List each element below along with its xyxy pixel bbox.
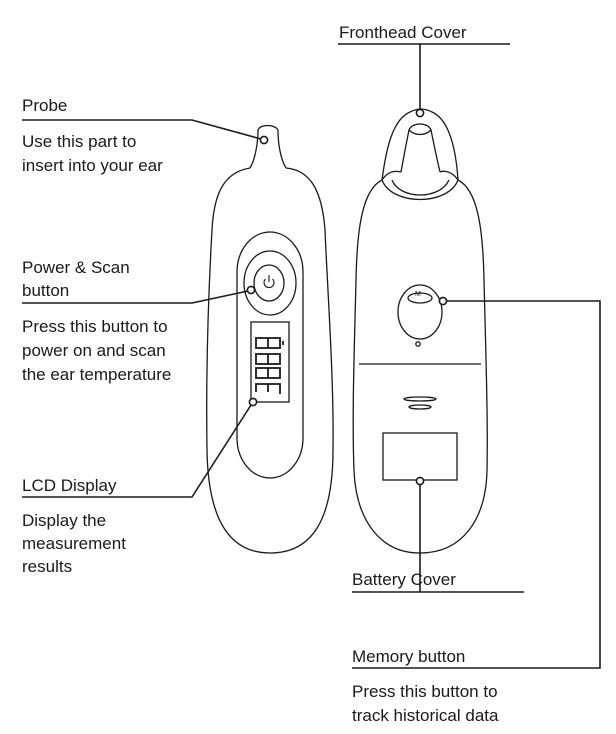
thermometer-front	[206, 124, 334, 554]
power-desc-3: the ear temperature	[22, 365, 172, 384]
battery-cover	[382, 432, 458, 481]
slot-2	[408, 404, 432, 410]
probe-leader	[22, 119, 262, 140]
lcd-desc-1: Display the	[22, 511, 107, 530]
front-body-outline	[206, 167, 334, 554]
power-desc-1: Press this button to	[22, 317, 168, 336]
power-desc-2: power on and scan	[22, 341, 166, 360]
memory-label-oval	[407, 292, 433, 304]
indicator-hole	[415, 341, 421, 347]
leader-lines	[22, 43, 601, 669]
probe-title: Probe	[22, 96, 68, 115]
memory-leader	[352, 300, 601, 669]
lcd-leader	[22, 404, 252, 498]
fronthead-cover-outline	[381, 108, 459, 181]
probe-ring	[381, 170, 459, 200]
lcd-title: LCD Display	[22, 476, 117, 495]
inner-panel	[236, 231, 304, 479]
memory-title: Memory button	[352, 647, 466, 666]
power-title-1: Power & Scan	[22, 258, 130, 277]
probe-desc-1: Use this part to	[22, 132, 137, 151]
probe-cone	[400, 123, 441, 173]
battery-leader	[352, 484, 524, 593]
power-title-2: button	[22, 281, 70, 300]
lcd-desc-2: measurement	[22, 534, 126, 553]
lcd-desc-3: results	[22, 557, 73, 576]
memory-button-glyph: M	[415, 291, 421, 298]
battery-title: Battery Cover	[352, 570, 456, 589]
leader-dots	[246, 108, 448, 486]
memory-button	[397, 284, 443, 340]
button-ring	[243, 250, 297, 316]
power-icon	[263, 275, 275, 289]
probe-outline	[249, 124, 287, 169]
lcd-screen	[250, 321, 290, 403]
slot-1	[403, 396, 437, 402]
probe-desc-2: insert into your ear	[22, 156, 163, 175]
lcd-digits	[255, 337, 284, 394]
fronthead-title: Fronthead Cover	[339, 23, 467, 42]
memory-desc-1: Press this button to	[352, 682, 498, 701]
memory-desc-2: track historical data	[352, 706, 499, 725]
power-button	[253, 264, 285, 302]
power-leader	[22, 290, 249, 304]
